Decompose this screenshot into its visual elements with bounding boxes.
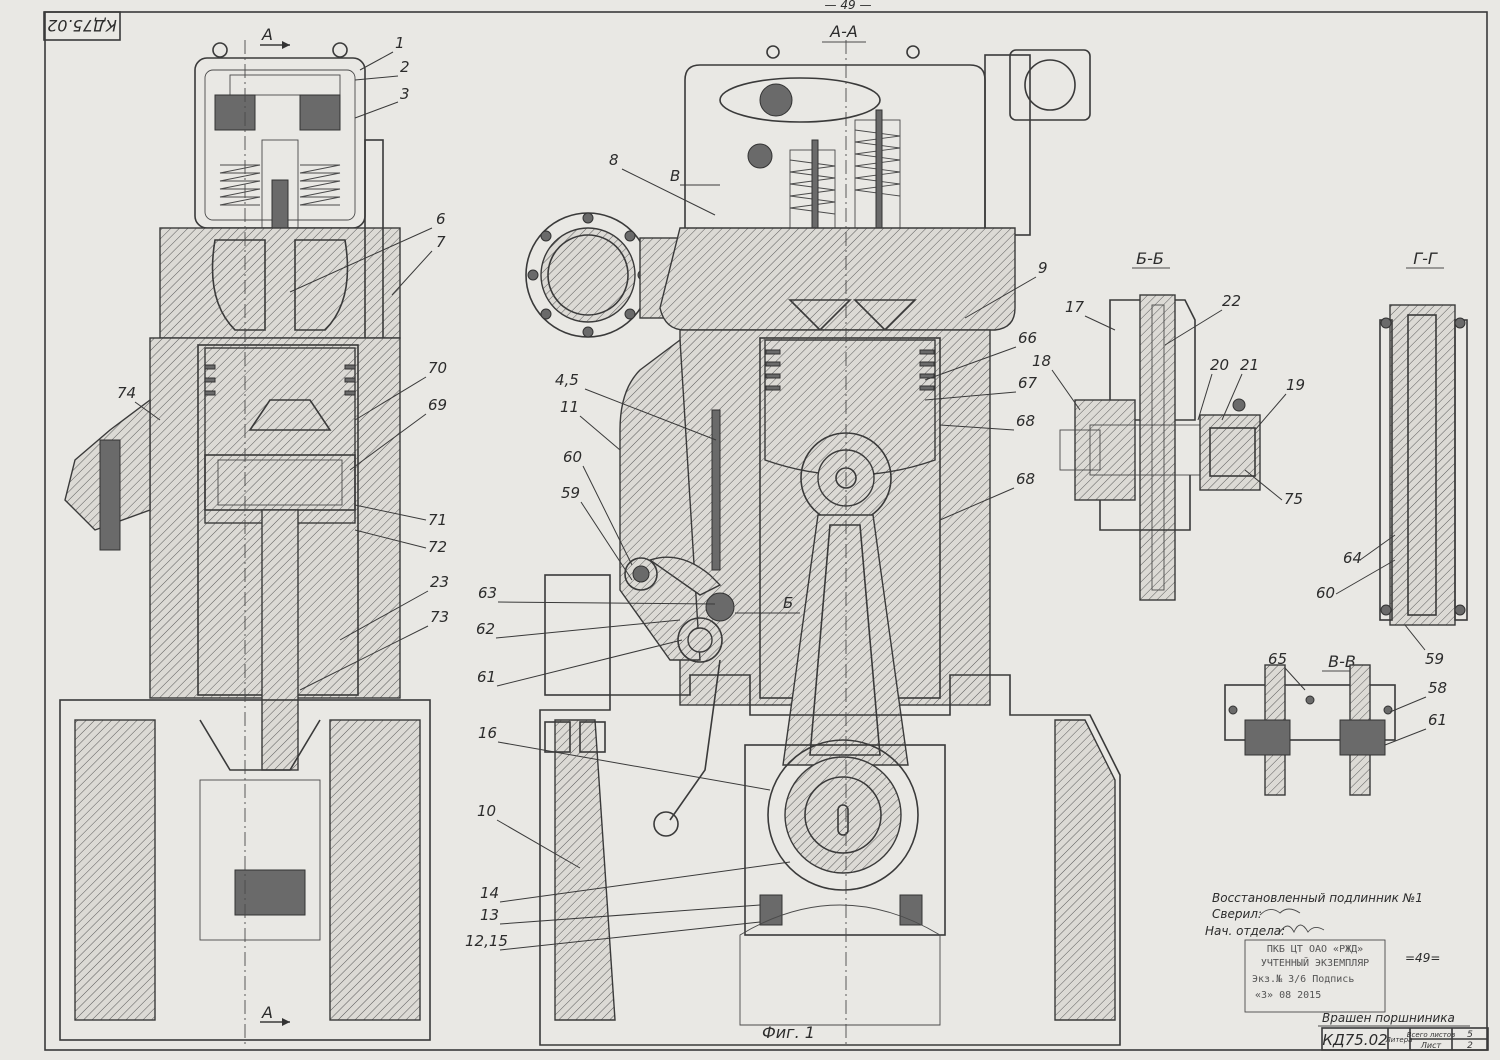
callout-17: 17 (1065, 298, 1085, 316)
section-vv-view (1224, 664, 1396, 796)
section-title-vv: В-В (1328, 652, 1356, 671)
checked-signature (1259, 908, 1301, 916)
callout-13: 13 (480, 906, 499, 924)
callout-72: 72 (428, 538, 447, 556)
left-sectional-view (59, 40, 431, 1045)
callout-60: 60 (563, 448, 582, 466)
stamp-page-mark: =49= (1405, 951, 1440, 965)
head-signature (1279, 924, 1325, 934)
title-block: КД75.02 Литера Всего листов 5 Лист 2 (1321, 1027, 1489, 1051)
callout-7: 7 (436, 233, 446, 251)
callout-11: 11 (560, 398, 579, 416)
title-block-total-label: Всего листов (1407, 1031, 1456, 1039)
callout-74: 74 (117, 384, 136, 402)
stamp-org: ПКБ ЦТ ОАО «РЖД» (1267, 944, 1363, 955)
callout-12-15: 12,15 (465, 932, 508, 950)
callout-64: 64 (1343, 549, 1362, 567)
section-title-aa: А-А (829, 22, 858, 41)
title-block-total-value: 5 (1467, 1030, 1473, 1040)
callout-labels: 1 2 3 6 7 74 70 69 71 72 23 73 8 4,5 11 … (117, 34, 1447, 951)
title-block-sheet-value: 2 (1467, 1041, 1473, 1051)
callout-21: 21 (1240, 356, 1259, 374)
callout-73: 73 (430, 608, 449, 626)
stamp-copy-number: Экз.№ 3/6 Подпись (1252, 974, 1354, 985)
title-block-code: КД75.02 (1322, 1031, 1387, 1049)
cut-marker-b: Б В (670, 167, 800, 614)
callout-63: 63 (478, 584, 497, 602)
callout-75: 75 (1284, 490, 1303, 508)
callout-61: 61 (477, 668, 496, 686)
title-block-litera: Литера (1385, 1036, 1413, 1044)
callout-4-5: 4,5 (555, 371, 579, 389)
callout-2: 2 (400, 58, 410, 76)
callout-61-vv: 61 (1428, 711, 1447, 729)
sheet-border (44, 11, 1488, 1051)
section-aa-view (525, 40, 1121, 1046)
callout-65: 65 (1268, 650, 1287, 668)
section-gg-view (1379, 304, 1468, 626)
handwritten-note: Врашен поршниника (1322, 1011, 1455, 1025)
accounting-stamp: ПКБ ЦТ ОАО «РЖД» УЧТЕННЫЙ ЭКЗЕМПЛЯР Экз.… (1244, 939, 1440, 1013)
callout-8: 8 (609, 151, 619, 169)
callout-68-lower: 68 (1016, 470, 1035, 488)
callout-3: 3 (400, 85, 410, 103)
section-title-bb: Б-Б (1136, 249, 1164, 268)
cut-marker-a: А А (260, 25, 290, 1026)
callout-20: 20 (1210, 356, 1229, 374)
callout-58: 58 (1428, 679, 1447, 697)
callout-62: 62 (476, 620, 495, 638)
svg-text:А: А (261, 1003, 273, 1022)
drawing-code-rotated: КД75.02 (43, 11, 121, 41)
callout-71: 71 (428, 511, 447, 529)
callout-22: 22 (1222, 292, 1241, 310)
callout-9: 9 (1038, 259, 1048, 277)
callout-10: 10 (477, 802, 496, 820)
callout-19: 19 (1286, 376, 1305, 394)
callout-59-gg: 59 (1425, 650, 1444, 668)
stamp-title: УЧТЕННЫЙ ЭКЗЕМПЛЯР (1261, 956, 1369, 969)
callout-66: 66 (1018, 329, 1037, 347)
callout-6: 6 (436, 210, 446, 228)
svg-text:КД75.02: КД75.02 (47, 16, 117, 35)
svg-text:А: А (261, 25, 273, 44)
callout-16: 16 (478, 724, 497, 742)
stamp-date: «3» 08 2015 (1255, 990, 1321, 1001)
callout-70: 70 (428, 359, 447, 377)
restoration-checked-label: Сверил: (1212, 907, 1262, 921)
callout-60-gg: 60 (1316, 584, 1335, 602)
callout-59: 59 (561, 484, 580, 502)
section-bb-view (1059, 294, 1261, 601)
svg-text:Б: Б (783, 594, 793, 612)
section-title-gg: Г-Г (1413, 249, 1438, 268)
callout-18: 18 (1032, 352, 1051, 370)
restoration-note-title: Восстановленный подлинник №1 (1212, 891, 1423, 905)
page-number: — 49 — (825, 0, 872, 12)
figure-caption: Фиг. 1 (762, 1023, 815, 1042)
restoration-note: Восстановленный подлинник №1 Сверил: Нач… (1205, 891, 1423, 938)
callout-67: 67 (1018, 374, 1038, 392)
callout-23: 23 (430, 573, 449, 591)
svg-text:В: В (670, 167, 680, 185)
callout-69: 69 (428, 396, 447, 414)
callout-68-upper: 68 (1016, 412, 1035, 430)
callout-14: 14 (480, 884, 499, 902)
title-block-sheet-label: Лист (1420, 1041, 1442, 1050)
restoration-head-label: Нач. отдела: (1205, 924, 1285, 938)
callout-1: 1 (395, 34, 405, 52)
